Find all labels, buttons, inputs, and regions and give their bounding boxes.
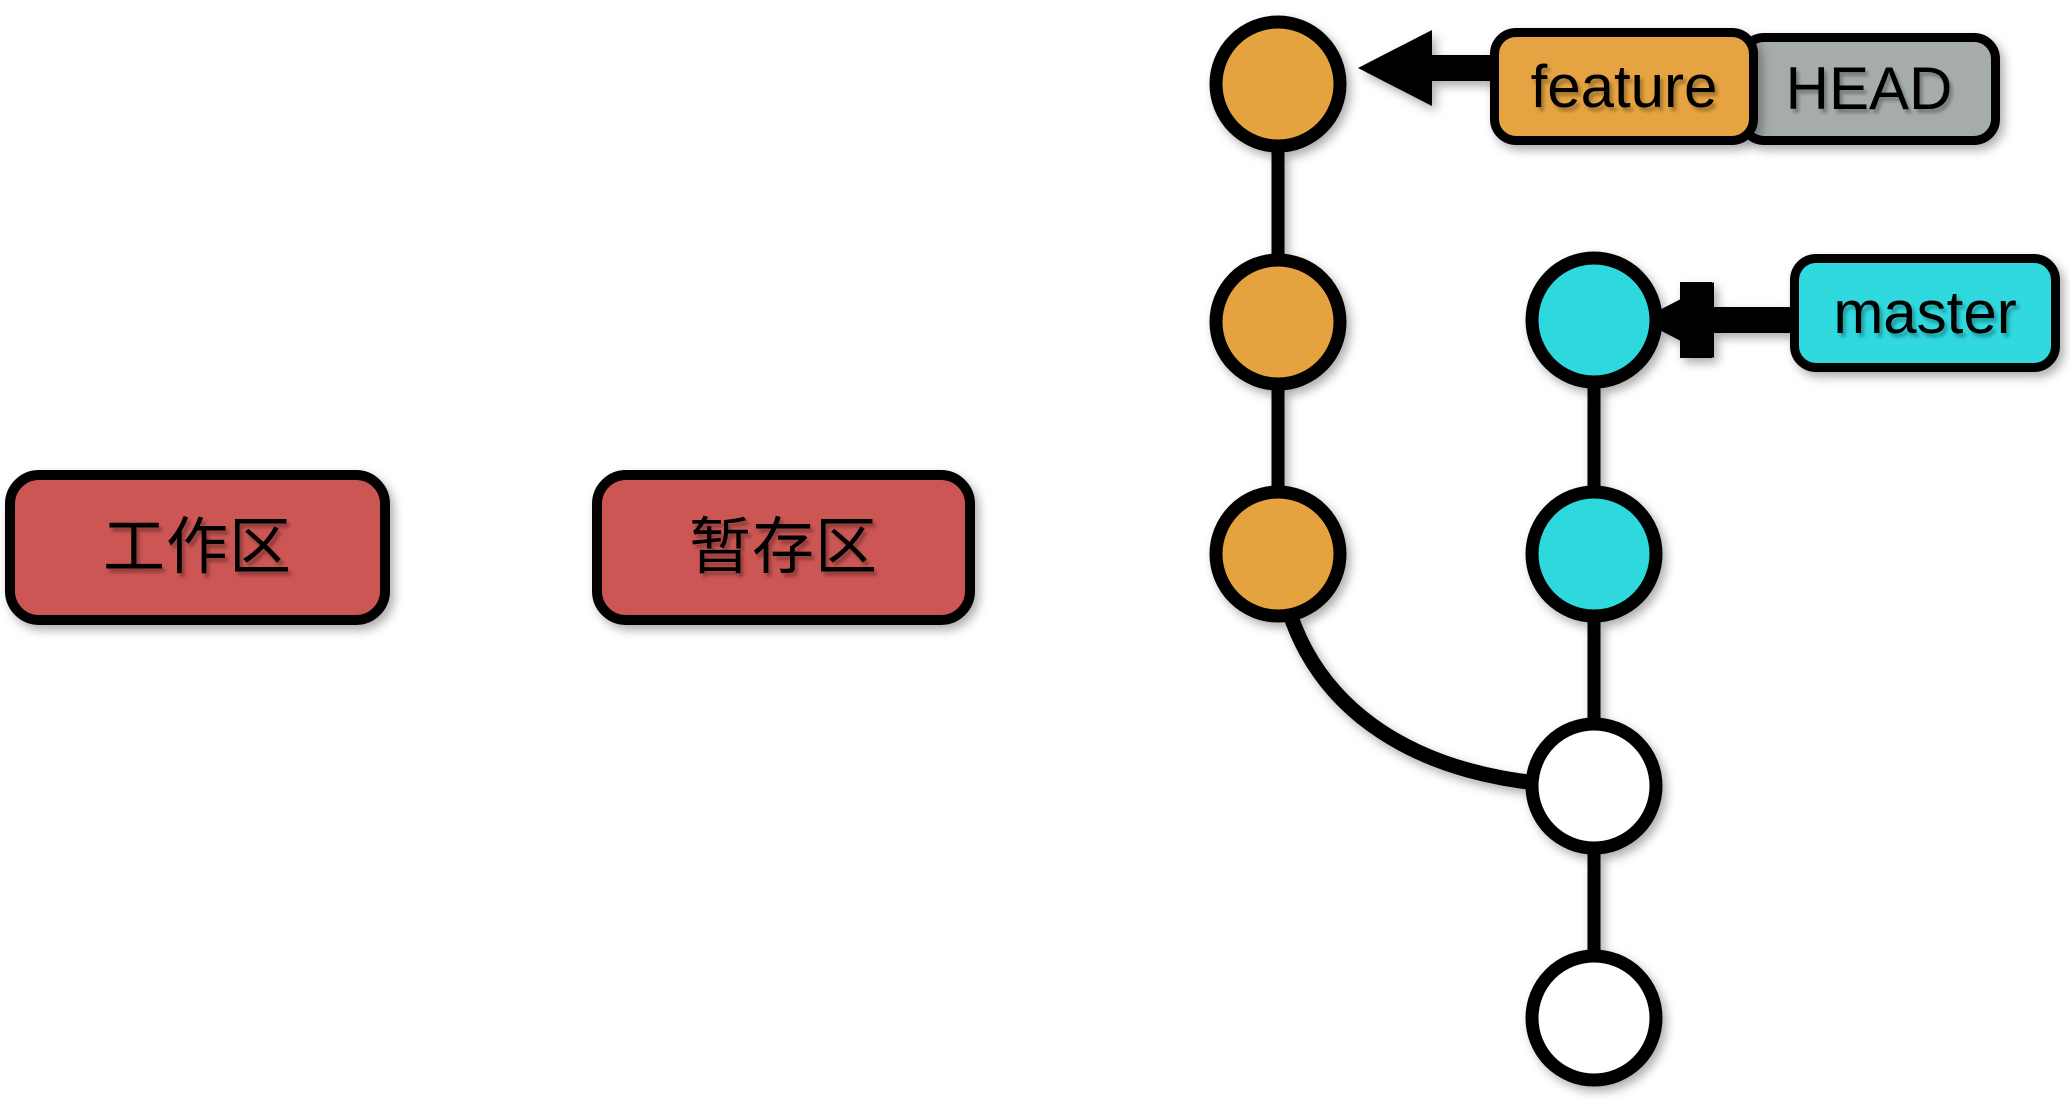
pointer-arrow-feature — [1358, 30, 1512, 106]
commit-node-c2[interactable] — [1525, 717, 1663, 855]
commit-node-f3[interactable] — [1209, 15, 1347, 153]
commit-node-m1[interactable] — [1525, 485, 1663, 623]
commit-node-m2[interactable] — [1525, 251, 1663, 389]
ref-head-label: HEAD — [1785, 55, 1953, 122]
ref-head[interactable]: HEAD — [1738, 33, 2000, 145]
commit-node-c1[interactable] — [1525, 949, 1663, 1087]
zone-working-directory[interactable]: 工作区 — [5, 470, 390, 625]
ref-master-label: master — [1833, 279, 2017, 346]
pointer-arrow-master — [1640, 282, 1790, 358]
zone-staging-area-label: 暂存区 — [688, 512, 878, 582]
ref-feature[interactable]: feature — [1490, 28, 1758, 145]
ref-feature-label: feature — [1530, 52, 1718, 120]
commit-node-f2[interactable] — [1209, 253, 1347, 391]
commit-node-f1[interactable] — [1209, 485, 1347, 623]
zone-staging-area[interactable]: 暂存区 — [592, 470, 975, 625]
zone-working-directory-label: 工作区 — [102, 512, 292, 582]
ref-master[interactable]: master — [1790, 254, 2060, 372]
